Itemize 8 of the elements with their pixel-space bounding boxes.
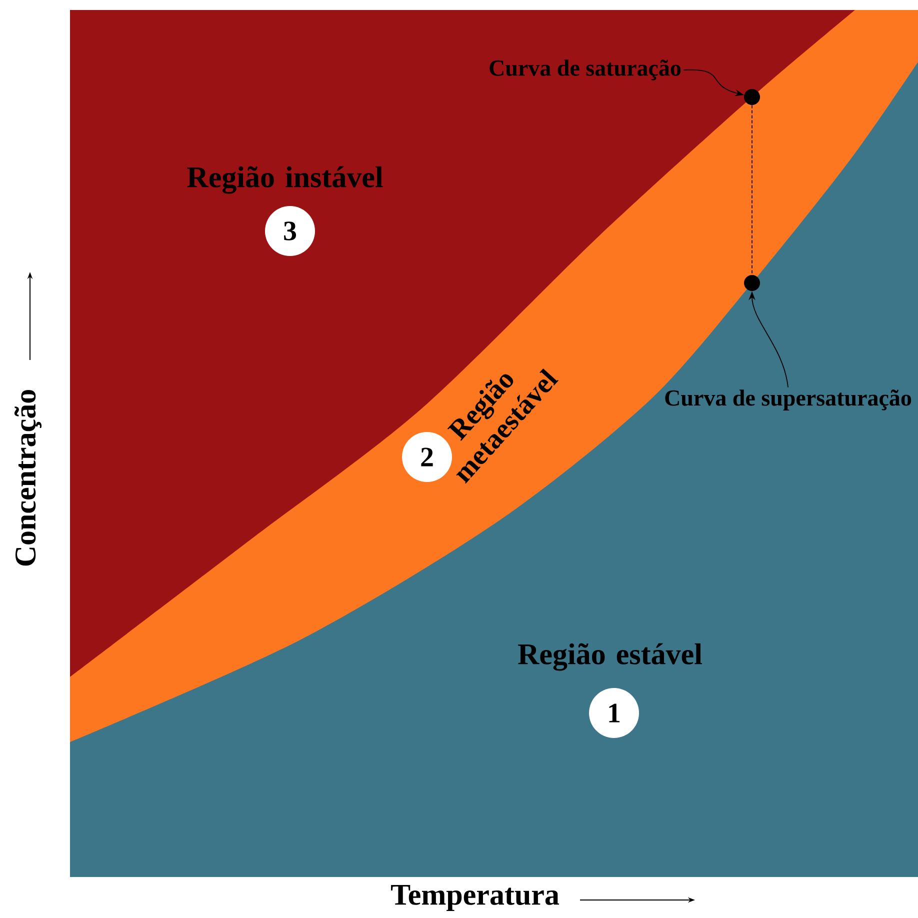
region-label: Região estável bbox=[518, 643, 702, 671]
callout-text: Curva de supersaturação bbox=[665, 390, 912, 410]
region-label: Região instável bbox=[187, 166, 383, 194]
callout-text: Curva de saturação bbox=[490, 60, 681, 80]
point-dot bbox=[744, 89, 760, 105]
axis-label: Concentração bbox=[14, 390, 42, 566]
point-dot bbox=[744, 275, 760, 291]
axis-label: Temperatura bbox=[391, 884, 560, 911]
